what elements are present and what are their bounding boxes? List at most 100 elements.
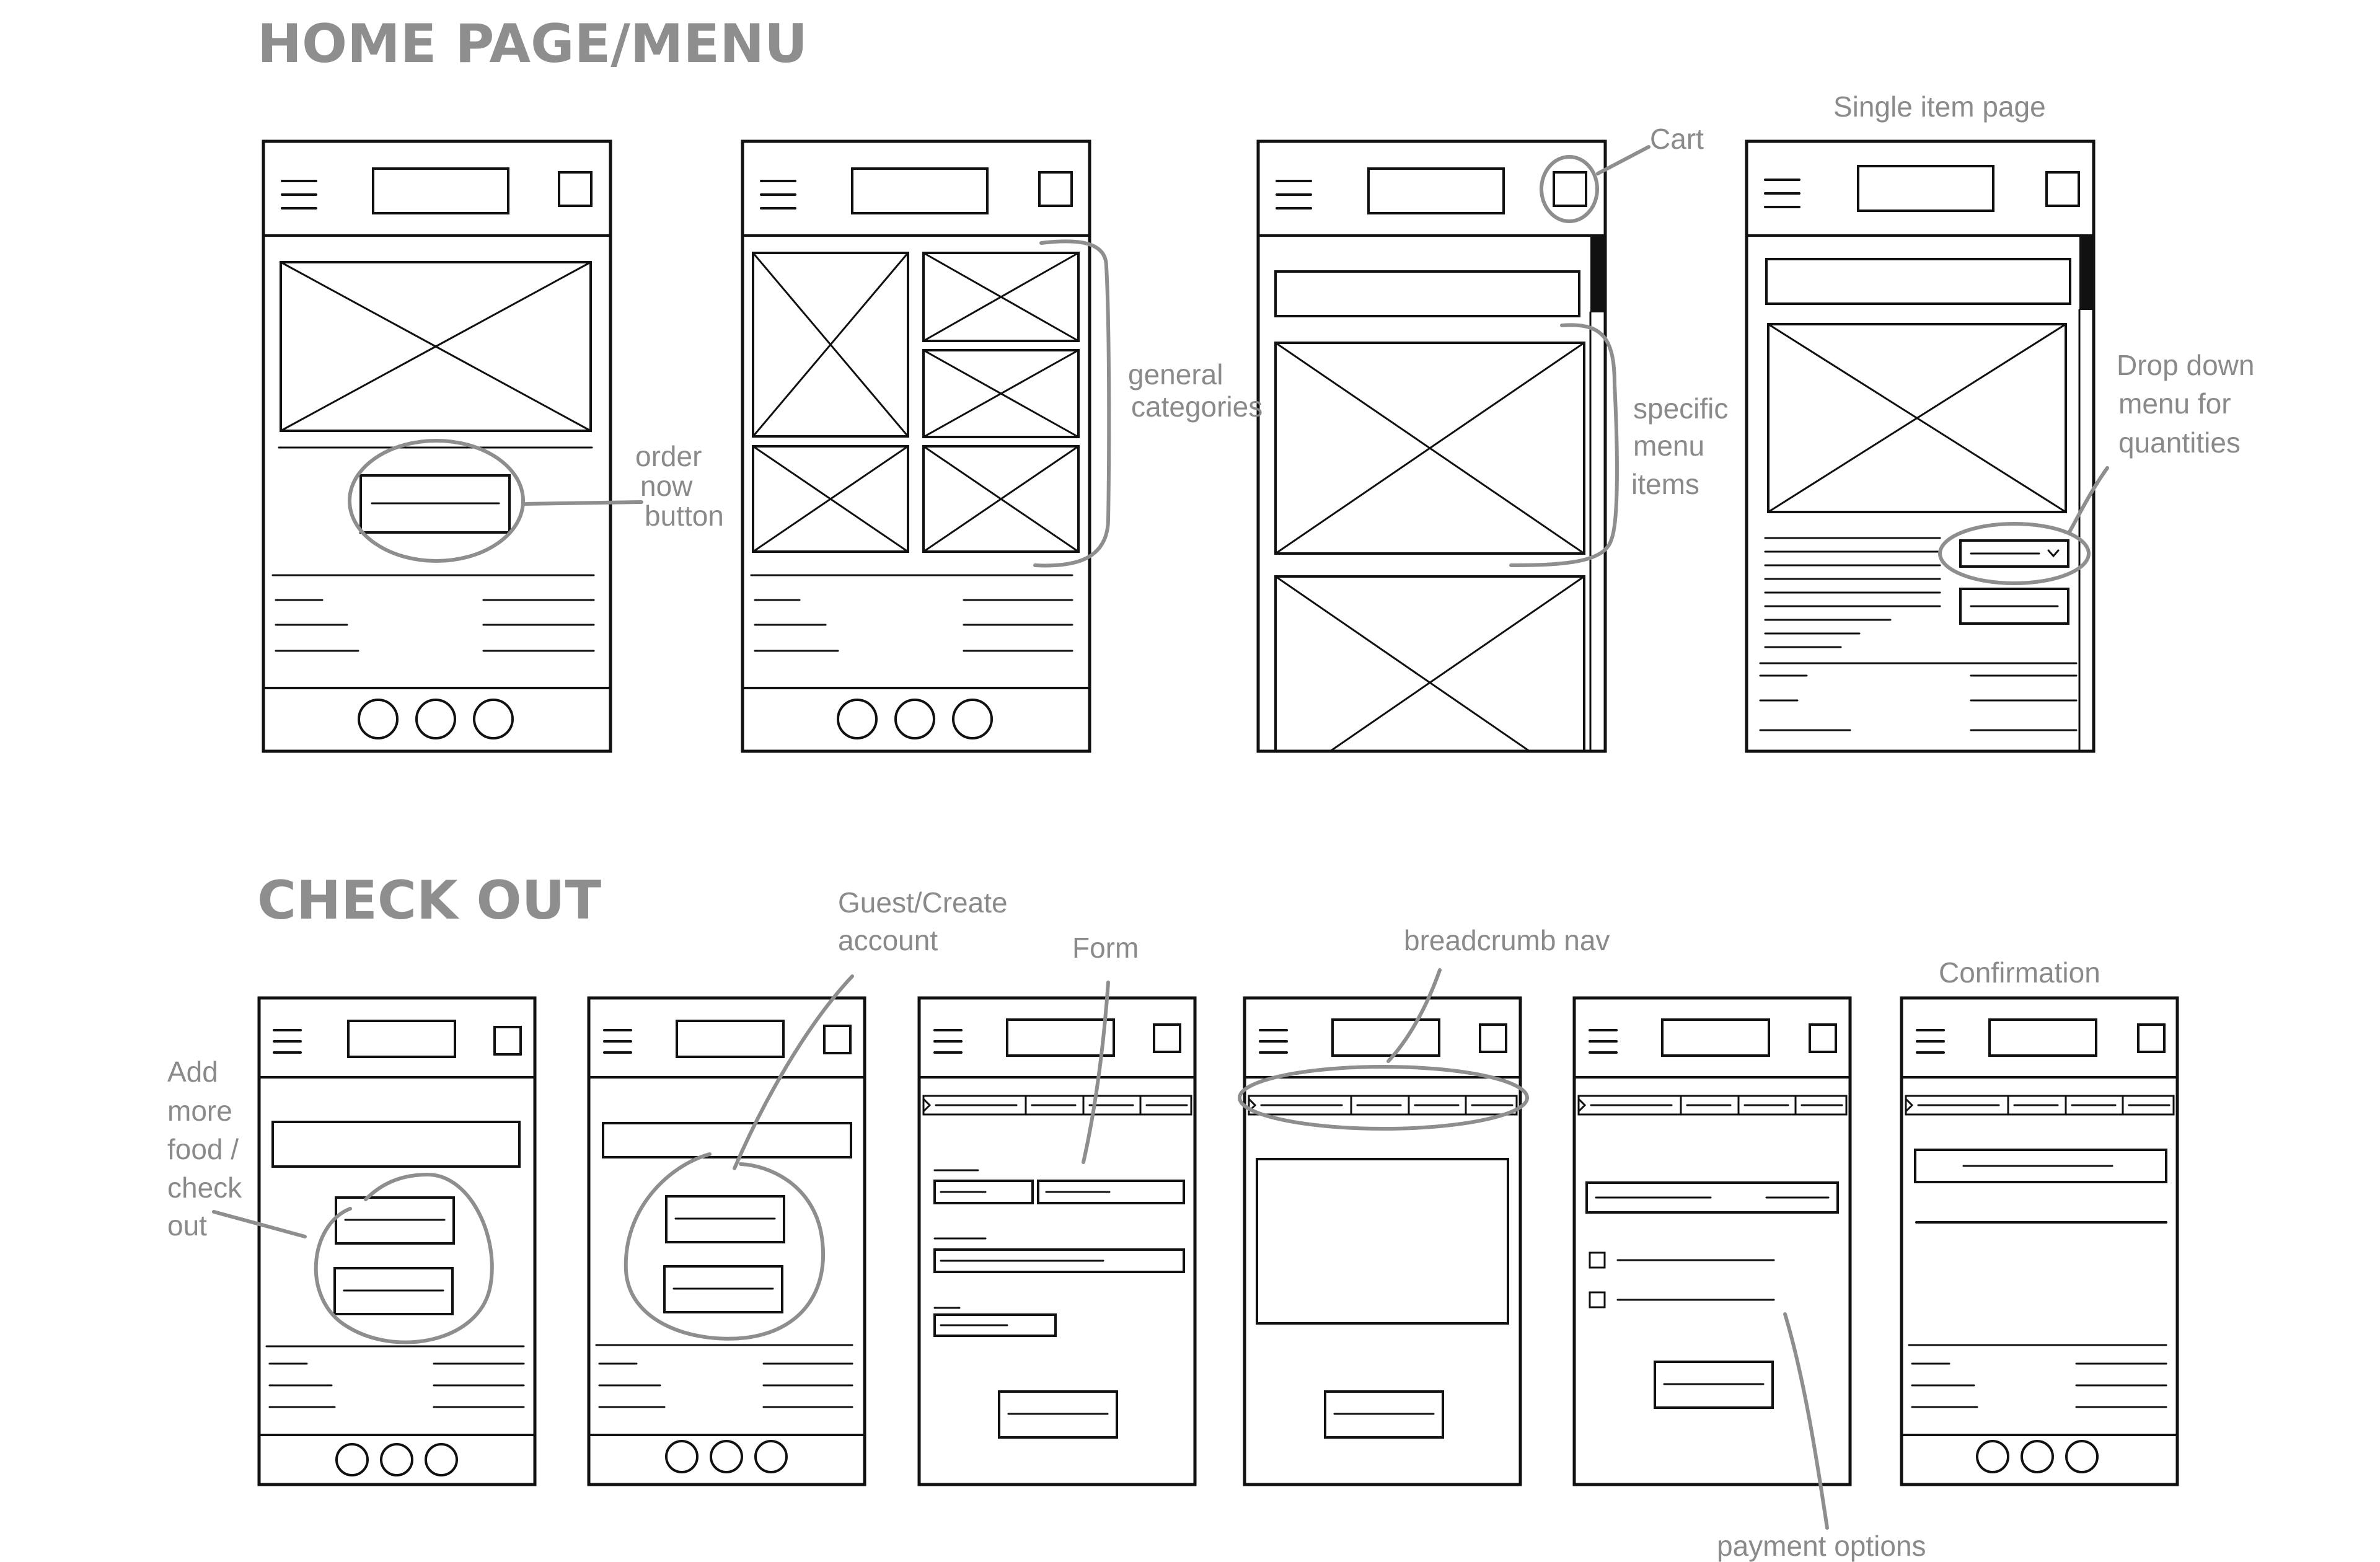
cart-summary-bar [271, 1121, 521, 1168]
svg-text:more: more [167, 1095, 232, 1127]
svg-text:menu for: menu for [2118, 387, 2231, 420]
pay-button [1654, 1361, 1774, 1409]
item-title-placeholder [1765, 258, 2071, 305]
wireframe-single-item [1745, 139, 2096, 753]
wireframe-checkout-review [1243, 996, 1522, 1486]
svg-text:Form: Form [1072, 932, 1139, 964]
menu-item-image [1274, 342, 1585, 555]
annotation-dropdown: Drop down menu for quantities [1938, 349, 2254, 585]
social-icons [1976, 1440, 2099, 1473]
guest-checkout-button [665, 1195, 785, 1243]
form-field-name [933, 1169, 1185, 1204]
category-tile [752, 445, 909, 553]
breadcrumb-nav [922, 1095, 1192, 1116]
annotation-general-categories: general categories [1033, 239, 1263, 568]
category-tile [922, 252, 1080, 342]
cart-icon [1038, 171, 1073, 207]
breadcrumb-nav [1248, 1095, 1518, 1116]
svg-text:Cart: Cart [1650, 123, 1704, 155]
svg-text:order: order [635, 440, 702, 472]
wireframe-guest-or-account [587, 996, 866, 1486]
cart-icon [1553, 171, 1587, 207]
wireframe-payment [1572, 996, 1852, 1486]
cart-icon [823, 1025, 852, 1054]
annotation-form: Form [1072, 932, 1139, 1164]
cart-icon [1809, 1023, 1837, 1053]
social-icons [335, 1443, 458, 1476]
footer-links [754, 599, 1073, 652]
logo-placeholder [1857, 165, 1994, 212]
scrollbar-thumb [2079, 237, 2092, 310]
annotation-cart: Cart [1540, 123, 1704, 223]
scrollbar-thumb [1590, 237, 1604, 312]
footer-links [598, 1362, 853, 1408]
footer-links [1759, 662, 2078, 731]
svg-text:Add: Add [167, 1056, 218, 1088]
payment-option [1589, 1291, 1775, 1308]
content-panel [1256, 1158, 1509, 1325]
logo-placeholder [851, 167, 989, 214]
svg-text:now: now [640, 470, 693, 502]
logo-placeholder [676, 1020, 785, 1058]
svg-text:quantities: quantities [2118, 426, 2241, 459]
footer-links [275, 599, 595, 652]
svg-text:general: general [1128, 358, 1223, 390]
logo-placeholder [372, 167, 509, 214]
svg-text:out: out [167, 1209, 207, 1242]
confirmation-message-box [1914, 1149, 2167, 1183]
svg-text:button: button [645, 500, 724, 532]
annotation-breadcrumb-nav: breadcrumb nav [1238, 924, 1610, 1131]
logo-placeholder [1988, 1018, 2097, 1057]
svg-text:food /: food / [167, 1133, 239, 1165]
continue-button [1324, 1390, 1444, 1439]
wireframe-confirmation [1900, 996, 2179, 1486]
logo-placeholder [1006, 1018, 1115, 1057]
title-bar-placeholder [602, 1122, 852, 1158]
form-submit-button [998, 1390, 1118, 1439]
annotation-confirmation: Confirmation [1939, 956, 2100, 989]
svg-text:account: account [838, 924, 938, 956]
wireframe-categories [741, 139, 1091, 753]
cart-icon [493, 1026, 522, 1056]
svg-text:items: items [1631, 468, 1699, 500]
svg-text:Guest/Create: Guest/Create [838, 886, 1008, 919]
hero-image-placeholder [280, 261, 592, 432]
wireframe-menu-items [1256, 139, 1607, 753]
search-bar-placeholder [1274, 270, 1580, 317]
annotation-payment-options: payment options [1717, 1312, 1926, 1562]
category-tile [922, 349, 1080, 438]
cart-icon [2137, 1023, 2166, 1053]
cart-icon [2045, 171, 2080, 207]
category-tile [922, 445, 1080, 553]
footer-links [268, 1362, 525, 1408]
annotation-specific-menu-items: specific menu items [1509, 323, 1728, 567]
order-total-bar [1585, 1181, 1839, 1214]
annotation-add-more-check-out: Add more food / check out [167, 1056, 494, 1344]
heading-check-out: CHECK OUT [257, 870, 601, 932]
breadcrumb-nav [1905, 1095, 2175, 1116]
social-icons [665, 1440, 788, 1473]
add-to-cart-button [1959, 588, 2069, 625]
logo-placeholder [347, 1020, 456, 1058]
annotation-guest-create-account: Guest/Create account [624, 886, 1008, 1341]
order-now-button [359, 474, 511, 534]
item-description-lines [1764, 537, 1941, 648]
annotation-single-item-page: Single item page [1833, 90, 2046, 123]
social-icons [358, 699, 514, 739]
logo-placeholder [1661, 1018, 1770, 1057]
svg-text:specific: specific [1633, 392, 1728, 425]
svg-text:Drop down: Drop down [2117, 349, 2254, 381]
cart-icon [1479, 1023, 1507, 1053]
item-image-placeholder [1767, 323, 2067, 513]
cart-icon [558, 171, 593, 207]
svg-text:categories: categories [1131, 390, 1263, 423]
wireframe-checkout-form [917, 996, 1197, 1486]
breadcrumb-nav [1577, 1095, 1848, 1116]
logo-placeholder [1367, 167, 1505, 214]
svg-text:check: check [167, 1172, 242, 1204]
wireframe-cart-review [257, 996, 537, 1486]
create-account-button [663, 1265, 783, 1313]
logo-placeholder [1331, 1018, 1440, 1057]
svg-text:breadcrumb nav: breadcrumb nav [1404, 924, 1610, 956]
wireframe-home [262, 139, 612, 753]
